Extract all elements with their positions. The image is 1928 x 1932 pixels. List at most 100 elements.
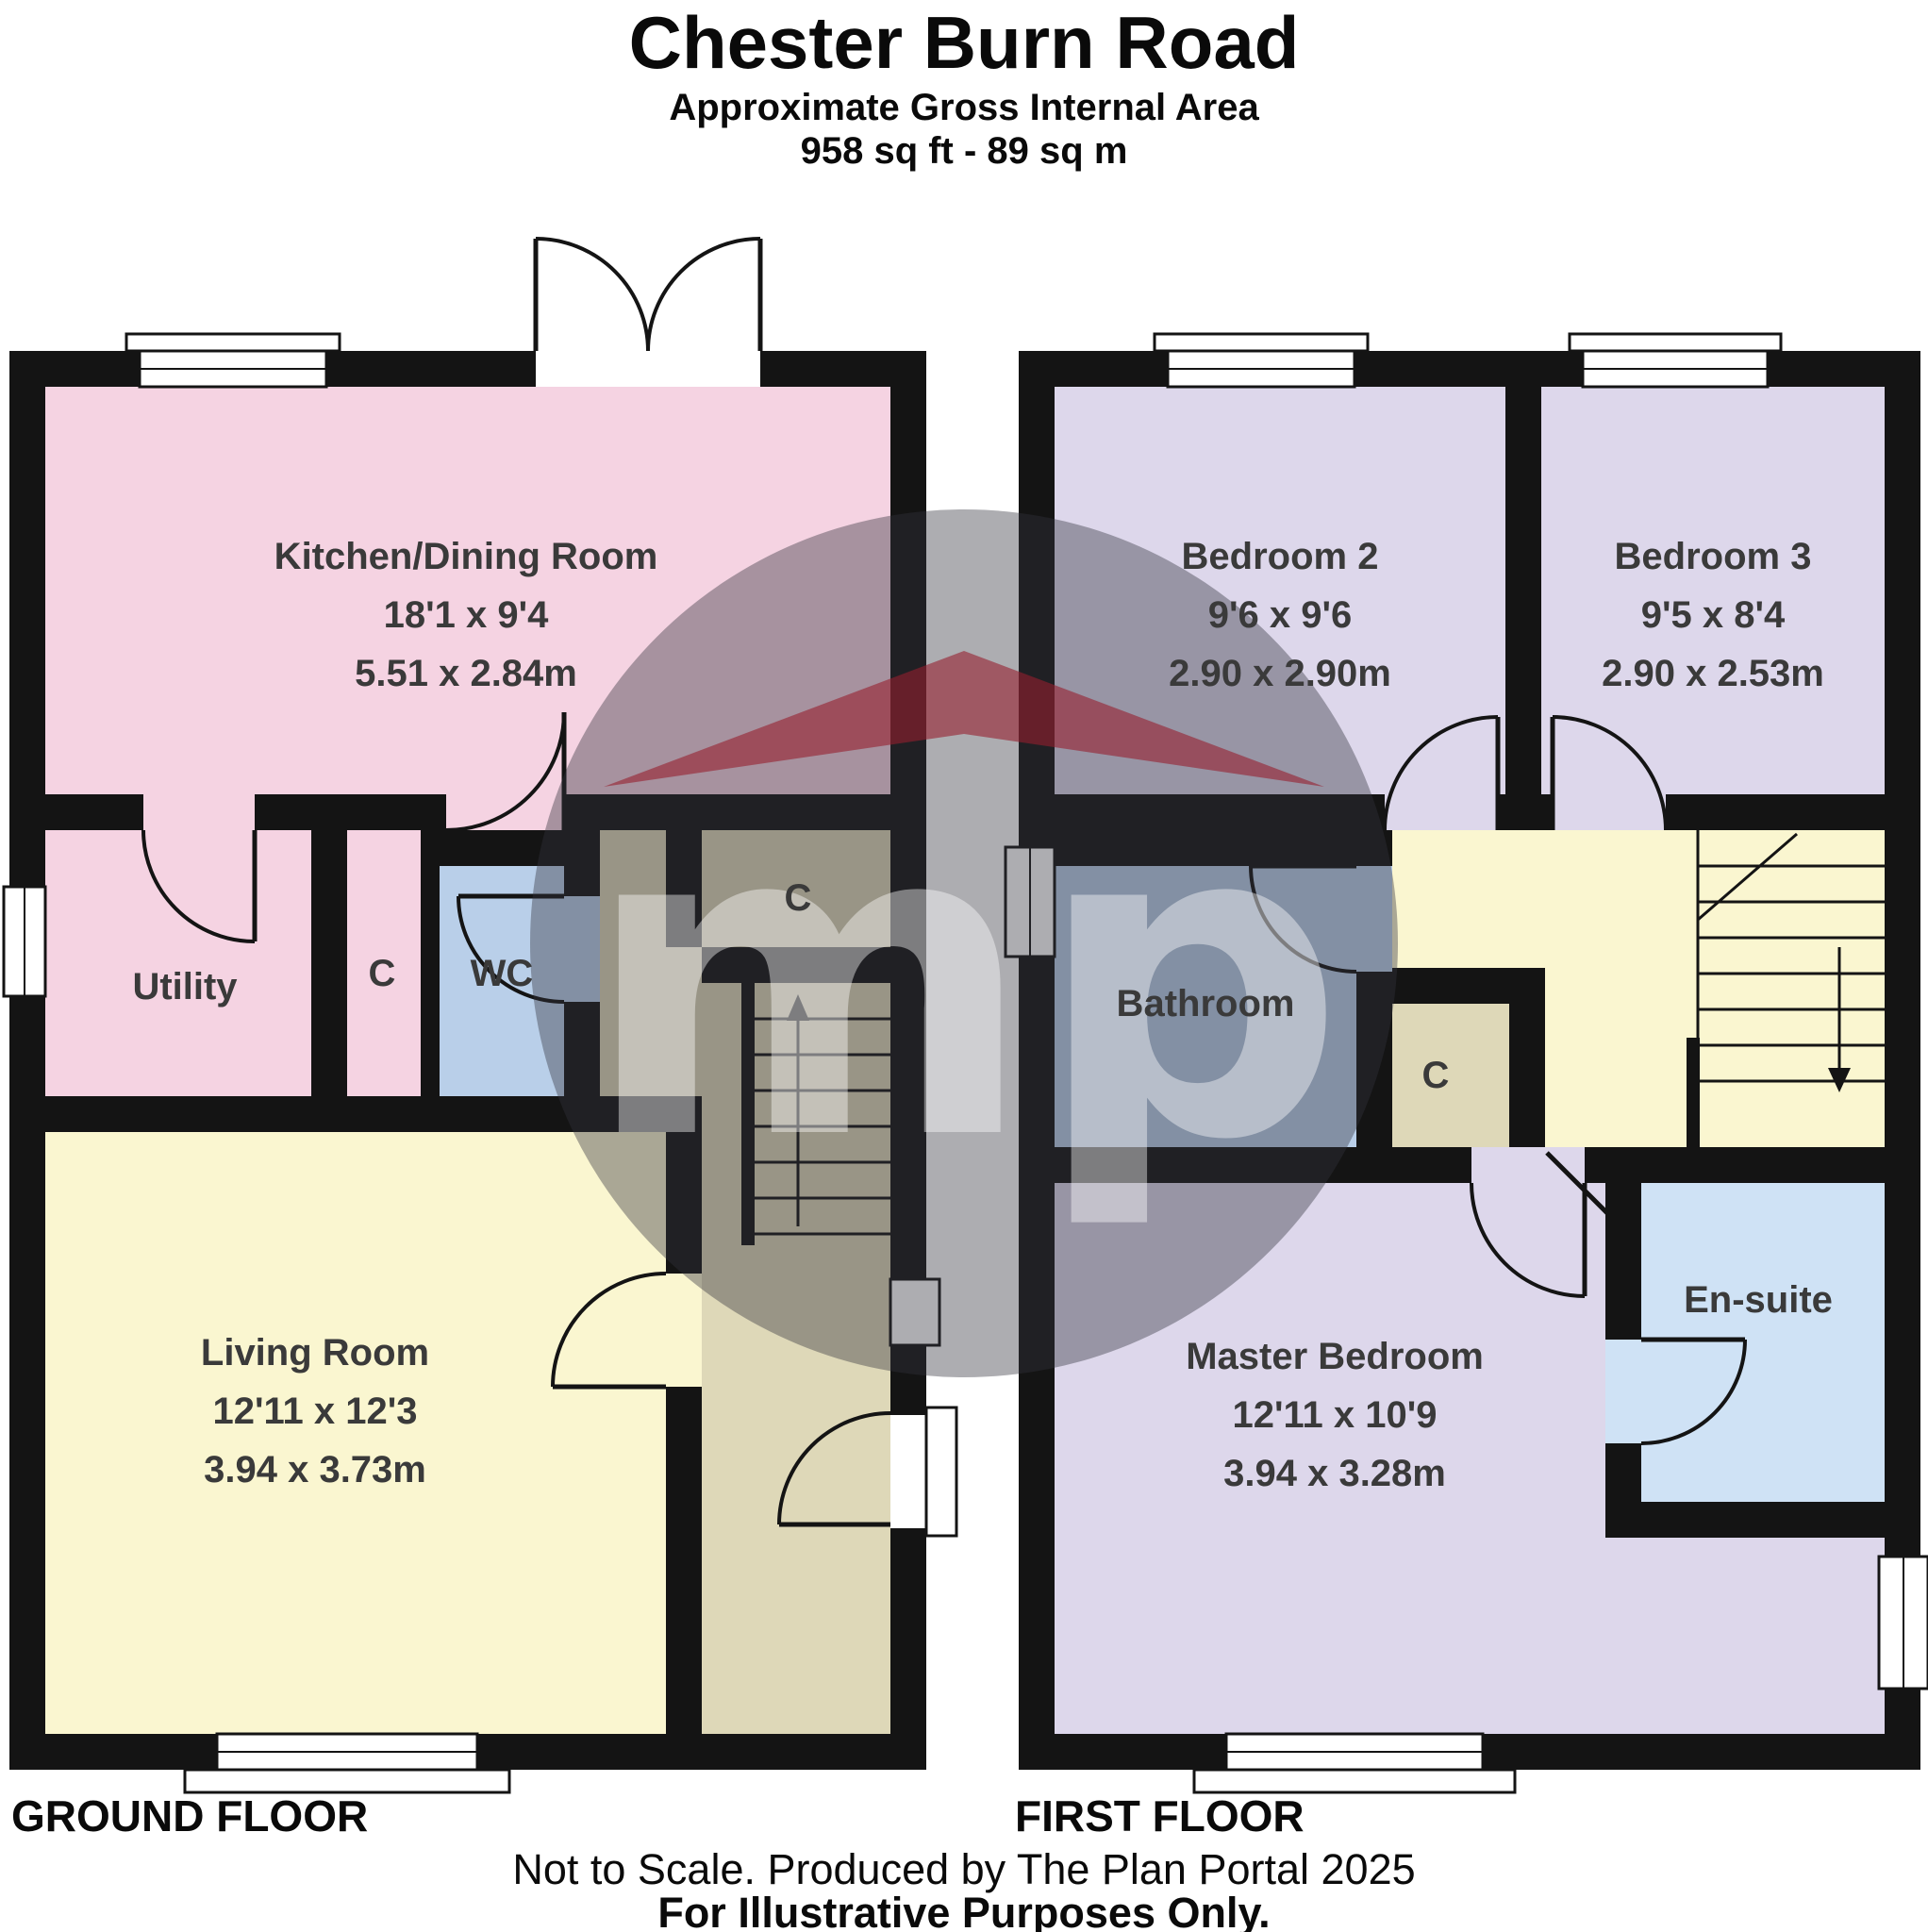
door-opening xyxy=(1471,1147,1585,1183)
room-dims-ft: 12'11 x 12'3 xyxy=(212,1391,418,1432)
wall-segment xyxy=(45,1096,702,1132)
front-door-opening xyxy=(890,1415,926,1528)
page-title: Chester Burn Road xyxy=(628,1,1300,84)
window-glazing-lines xyxy=(24,368,477,1753)
room-dims-m: 2.90 x 2.53m xyxy=(1602,653,1824,694)
wall-segment xyxy=(1055,830,1356,866)
stair-rail-wall xyxy=(741,983,755,1245)
ground-floor-label: GROUND FLOOR xyxy=(11,1791,369,1840)
room-name: Kitchen/Dining Room xyxy=(274,536,658,577)
stair-arrow-head xyxy=(787,994,809,1021)
room-label-master: Master Bedroom 12'11 x 10'9 3.94 x 3.28m xyxy=(1186,1327,1484,1503)
master-floor xyxy=(1055,1183,1605,1734)
stair-treads xyxy=(1698,864,1885,1083)
room-name: WC xyxy=(470,953,534,994)
door-swing-arc xyxy=(535,237,650,352)
room-name: En-suite xyxy=(1684,1279,1833,1321)
room-name: Master Bedroom xyxy=(1186,1336,1484,1377)
wall-segment xyxy=(421,866,440,1096)
window-sill xyxy=(125,332,341,353)
footer-illustrative-note: For Illustrative Purposes Only. xyxy=(657,1889,1271,1932)
room-dims-m: 5.51 x 2.84m xyxy=(355,653,577,694)
door-opening xyxy=(1553,794,1666,830)
ensuite-floor xyxy=(1641,1183,1885,1502)
door-swing-arc xyxy=(1470,1182,1586,1298)
wall-segment xyxy=(1605,1502,1885,1538)
first-floor-label: FIRST FLOOR xyxy=(1015,1791,1305,1840)
watermark-roof-icon xyxy=(604,651,1324,787)
closet-floor xyxy=(347,830,421,1096)
door-opening xyxy=(564,896,600,1002)
room-dims-m: 3.94 x 3.73m xyxy=(204,1449,426,1491)
stair-arrow-head xyxy=(1828,1068,1851,1092)
room-label-ensuite: En-suite xyxy=(1684,1271,1833,1329)
window-sill xyxy=(1568,332,1783,353)
window xyxy=(889,1277,941,1347)
window-sill xyxy=(1192,1768,1517,1794)
door-opening xyxy=(1385,794,1498,830)
door-swing-arc xyxy=(1552,715,1668,831)
room-label-kitchen: Kitchen/Dining Room 18'1 x 9'4 5.51 x 2.… xyxy=(274,527,658,703)
door-swing-arc xyxy=(551,1272,667,1388)
window-sill xyxy=(183,1768,511,1794)
wall-segment xyxy=(1392,968,1545,1004)
closet-floor xyxy=(1392,1004,1509,1147)
room-name: Living Room xyxy=(200,1332,430,1374)
door-opening xyxy=(666,1274,702,1387)
room-dims-ft: 18'1 x 9'4 xyxy=(383,594,549,636)
door-swing-arc xyxy=(141,829,256,943)
utility-floor xyxy=(45,830,311,1096)
room-name: Utility xyxy=(132,966,238,1008)
wall-segment xyxy=(666,830,702,947)
room-name: Bedroom 2 xyxy=(1181,536,1379,577)
wall-segment xyxy=(702,947,890,983)
room-dims-ft: 12'11 x 10'9 xyxy=(1232,1394,1438,1436)
watermark-circle xyxy=(530,509,1398,1377)
footer-disclaimer: Not to Scale. Produced by The Plan Porta… xyxy=(512,1845,1416,1893)
door-swing-arc xyxy=(445,711,566,832)
wall-segment xyxy=(666,1132,702,1734)
wall-segment xyxy=(1505,387,1541,794)
room-label-closet-ground: C xyxy=(369,944,396,1003)
room-dims-ft: 9'5 x 8'4 xyxy=(1640,594,1786,636)
stair-treads xyxy=(755,1017,890,1236)
bathroom-floor xyxy=(1055,866,1356,1147)
room-dims-m: 2.90 x 2.90m xyxy=(1169,653,1391,694)
room-label-bedroom2: Bedroom 2 9'6 x 9'6 2.90 x 2.90m xyxy=(1169,527,1391,703)
room-name: C xyxy=(784,877,812,919)
room-name: Bathroom xyxy=(1116,983,1295,1024)
room-label-wc: WC xyxy=(471,944,534,1003)
window-glazing-lines xyxy=(1029,368,1904,1753)
wc-floor xyxy=(440,830,564,1096)
door-swing-arc xyxy=(777,1411,891,1525)
room-label-living: Living Room 12'11 x 12'3 3.94 x 3.73m xyxy=(201,1324,429,1499)
room-label-utility: Utility xyxy=(132,958,237,1016)
hall-lower-floor xyxy=(702,1132,890,1734)
room-dims-m: 3.94 x 3.28m xyxy=(1223,1453,1446,1494)
wall-segment xyxy=(1509,1004,1545,1147)
room-name: C xyxy=(368,953,396,994)
room-label-bedroom3: Bedroom 3 9'5 x 8'4 2.90 x 2.53m xyxy=(1602,527,1824,703)
door-swing-arc xyxy=(1640,1339,1747,1445)
door-swing-arc xyxy=(646,237,761,352)
door-swing-arc xyxy=(1383,715,1499,831)
page-subtitle: Approximate Gross Internal Area xyxy=(669,87,1259,128)
porch-step xyxy=(924,1406,958,1538)
wall-segment xyxy=(311,830,347,1096)
door-swing-arc xyxy=(1249,865,1357,974)
master-alcove-floor xyxy=(1605,1538,1885,1734)
ground-floor-plan xyxy=(2,237,958,1794)
stair-winder-line xyxy=(1697,832,1798,922)
room-name: C xyxy=(1421,1055,1450,1096)
wall-segment xyxy=(421,830,600,866)
first-floor-plan xyxy=(1004,332,1928,1794)
door-opening xyxy=(143,794,255,830)
door-opening xyxy=(1356,866,1392,972)
door-swing-arc xyxy=(457,895,565,1004)
closet-door-leaf xyxy=(1545,1151,1609,1215)
door-opening xyxy=(1605,1340,1641,1443)
wall-segment xyxy=(1055,1147,1885,1183)
watermark: mp xyxy=(530,509,1398,1377)
